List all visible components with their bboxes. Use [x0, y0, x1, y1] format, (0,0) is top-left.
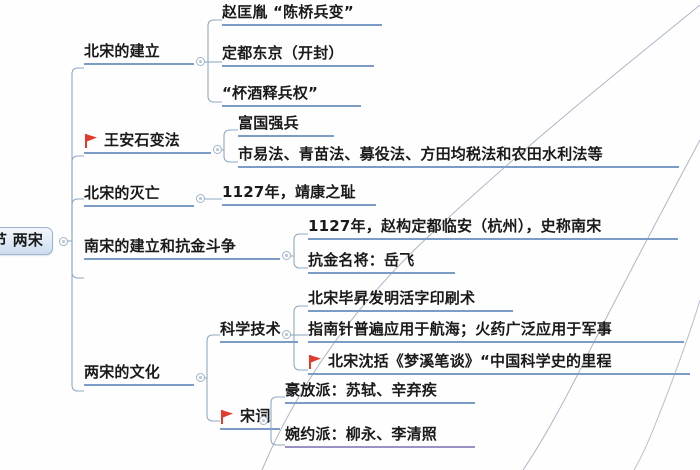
branch-nansong-jianli-collapse-ring-icon[interactable]: [282, 251, 291, 260]
branch-kexue-jishu-collapse-ring-icon[interactable]: [282, 330, 291, 339]
leaf-zhinanzhen-huoyao[interactable]: 指南针普遍应用于航海；火药广泛应用于军事: [308, 322, 684, 343]
root-node[interactable]: 节 两宋: [0, 227, 54, 255]
leaf-haofangpai-label: 豪放派：苏轼、辛弃疾: [285, 381, 438, 399]
leaf-jingkang-zhichi[interactable]: 1127年，靖康之耻: [222, 185, 376, 206]
branch-wanganshi-bianfa[interactable]: 王安石变法: [84, 132, 211, 154]
leaf-zhinanzhen-huoyao-label: 指南针普遍应用于航海；火药广泛应用于军事: [308, 320, 613, 338]
leaf-fuguo-qiangbing-label: 富国强兵: [238, 114, 299, 132]
leaf-haofangpai[interactable]: 豪放派：苏轼、辛弃疾: [285, 383, 475, 404]
leaf-bisheng-huozi-label: 北宋毕昇发明活字印刷术: [308, 289, 476, 307]
branch-nansong-jianli-label: 南宋的建立和抗金斗争: [84, 237, 237, 255]
leaf-shenkuo-mengxi[interactable]: 北宋沈括《梦溪笔谈》“中国科学史的里程: [308, 353, 690, 375]
red-flag-icon: [309, 355, 321, 369]
leaf-chenqiao-bingbian-label: 赵匡胤 “陈桥兵变”: [222, 3, 354, 21]
red-flag-icon: [221, 410, 233, 424]
leaf-dingdu-dongjing-label: 定都东京（开封）: [222, 44, 344, 62]
leaf-zhaogou-linan[interactable]: 1127年，赵构定都临安（杭州），史称南宋: [308, 219, 678, 240]
branch-beisong-miewang-collapse-ring-icon[interactable]: [196, 194, 205, 203]
leaf-kangjin-yuefei-label: 抗金名将：岳飞: [308, 251, 415, 269]
leaf-dingdu-dongjing[interactable]: 定都东京（开封）: [222, 46, 374, 67]
branch-beisong-jianli-collapse-ring-icon[interactable]: [196, 57, 205, 66]
branch-liangsong-wenhua[interactable]: 两宋的文化: [84, 365, 194, 386]
branch-beisong-jianli-label: 北宋的建立: [84, 42, 161, 60]
branch-liangsong-wenhua-label: 两宋的文化: [84, 363, 161, 381]
leaf-bianfa-measures[interactable]: 市易法、青苗法、募役法、方田均税法和农田水利法等: [238, 147, 679, 168]
leaf-jingkang-zhichi-label: 1127年，靖康之耻: [222, 183, 356, 201]
leaf-bianfa-measures-label: 市易法、青苗法、募役法、方田均税法和农田水利法等: [238, 145, 603, 163]
leaf-wanyuepai-label: 婉约派：柳永、李清照: [285, 425, 438, 443]
leaf-kangjin-yuefei[interactable]: 抗金名将：岳飞: [308, 253, 455, 274]
leaf-wanyuepai[interactable]: 婉约派：柳永、李清照: [285, 427, 475, 448]
branch-wanganshi-bianfa-label: 王安石变法: [104, 130, 181, 149]
leaf-zhaogou-linan-label: 1127年，赵构定都临安（杭州），史称南宋: [308, 217, 602, 235]
branch-beisong-miewang-label: 北宋的灭亡: [84, 184, 161, 202]
branch-beisong-miewang[interactable]: 北宋的灭亡: [84, 186, 194, 207]
leaf-beijiu-shibingquan[interactable]: “杯酒释兵权”: [222, 86, 361, 107]
branch-songci[interactable]: 宋词: [220, 408, 280, 430]
branch-beisong-jianli[interactable]: 北宋的建立: [84, 44, 194, 65]
leaf-beijiu-shibingquan-label: “杯酒释兵权”: [222, 84, 319, 102]
leaf-fuguo-qiangbing[interactable]: 富国强兵: [238, 116, 334, 137]
root-collapse-ring-icon[interactable]: [59, 237, 68, 246]
leaf-bisheng-huozi[interactable]: 北宋毕昇发明活字印刷术: [308, 291, 513, 312]
branch-kexue-jishu[interactable]: 科学技术: [220, 322, 298, 343]
branch-kexue-jishu-label: 科学技术: [220, 320, 281, 338]
branch-wanganshi-bianfa-collapse-ring-icon[interactable]: [213, 145, 222, 154]
leaf-shenkuo-mengxi-label: 北宋沈括《梦溪笔谈》“中国科学史的里程: [328, 351, 612, 370]
root-node-label: 节 两宋: [0, 231, 44, 249]
red-flag-icon: [85, 134, 97, 148]
branch-songci-collapse-ring-icon[interactable]: [259, 416, 268, 425]
branch-nansong-jianli[interactable]: 南宋的建立和抗金斗争: [84, 239, 280, 260]
branch-liangsong-wenhua-collapse-ring-icon[interactable]: [196, 373, 205, 382]
leaf-chenqiao-bingbian[interactable]: 赵匡胤 “陈桥兵变”: [222, 5, 382, 26]
